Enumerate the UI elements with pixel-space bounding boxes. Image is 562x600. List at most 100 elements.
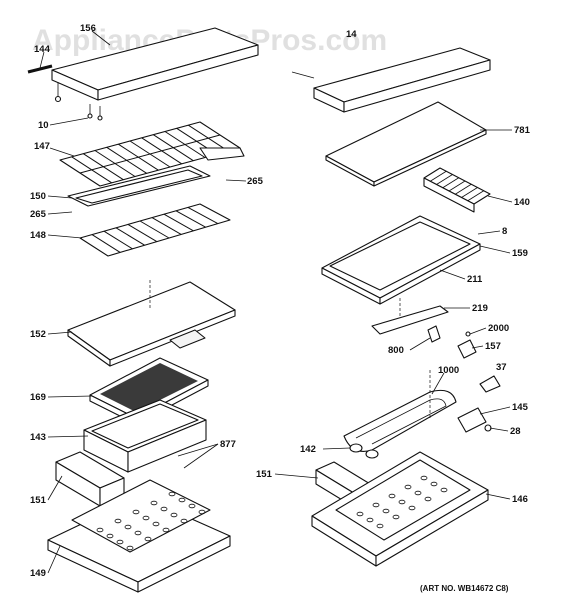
vent-hole bbox=[372, 502, 380, 508]
vent-hole bbox=[178, 497, 186, 503]
left-drip-tray-152[interactable] bbox=[67, 280, 236, 367]
left-rod[interactable] bbox=[27, 64, 53, 74]
vent-hole bbox=[376, 523, 384, 529]
callout-147: 147 bbox=[34, 141, 50, 152]
vent-hole bbox=[114, 518, 122, 524]
right-part-157[interactable] bbox=[457, 331, 477, 359]
callout-151-left: 151 bbox=[30, 495, 47, 506]
callout-10: 10 bbox=[38, 120, 49, 131]
drawing-stroke bbox=[151, 217, 182, 235]
vent-hole bbox=[116, 539, 124, 545]
vent-hole bbox=[126, 545, 134, 551]
vent-hole bbox=[392, 514, 400, 520]
right-bracket-140[interactable] bbox=[423, 167, 491, 213]
callout-265-a: 265 bbox=[247, 176, 264, 187]
drawing-stroke bbox=[79, 134, 221, 174]
vent-hole bbox=[388, 493, 396, 499]
left-frame-150[interactable] bbox=[67, 165, 211, 207]
drawing-stroke bbox=[442, 177, 459, 189]
callout-28: 28 bbox=[510, 426, 521, 437]
right-drawer-base-146[interactable] bbox=[311, 451, 489, 567]
callout-2000: 2000 bbox=[488, 323, 509, 334]
vent-hole bbox=[188, 503, 196, 509]
vent-hole bbox=[414, 490, 422, 496]
drawing-stroke bbox=[127, 223, 158, 243]
leader-lines bbox=[39, 30, 513, 574]
right-clip-800[interactable] bbox=[427, 325, 441, 343]
vent-hole bbox=[430, 481, 438, 487]
right-knob-37[interactable] bbox=[479, 375, 501, 393]
vent-hole bbox=[144, 536, 152, 542]
callout-152: 152 bbox=[30, 329, 46, 340]
vent-hole bbox=[198, 509, 206, 515]
vent-hole bbox=[170, 512, 178, 518]
right-griddle-plate-781[interactable] bbox=[325, 101, 487, 187]
vent-hole bbox=[150, 500, 158, 506]
callout-150: 150 bbox=[30, 191, 46, 202]
callout-159: 159 bbox=[512, 248, 528, 259]
callout-1000: 1000 bbox=[438, 365, 459, 376]
callout-140: 140 bbox=[514, 197, 530, 208]
callout-143: 143 bbox=[30, 432, 46, 443]
vent-hole bbox=[134, 530, 142, 536]
drawing-stroke bbox=[430, 170, 447, 182]
drawing-stroke bbox=[103, 230, 133, 250]
callout-149: 149 bbox=[30, 568, 46, 579]
callout-labels: 144 156 14 10 147 265 150 265 148 152 16… bbox=[30, 23, 531, 579]
callout-145: 145 bbox=[512, 402, 529, 413]
drawing-stroke bbox=[436, 174, 453, 185]
vent-hole bbox=[420, 475, 428, 481]
vent-hole bbox=[168, 491, 176, 497]
drawing-stroke bbox=[187, 206, 219, 225]
callout-800: 800 bbox=[388, 345, 404, 356]
vent-hole bbox=[162, 527, 170, 533]
vent-hole bbox=[106, 533, 114, 539]
left-drawer-base-149[interactable] bbox=[47, 479, 231, 593]
left-top-cover[interactable] bbox=[51, 27, 259, 103]
vent-hole bbox=[142, 515, 150, 521]
callout-144: 144 bbox=[34, 44, 51, 55]
callout-877: 877 bbox=[220, 439, 236, 450]
left-bracket-151[interactable] bbox=[55, 451, 125, 507]
drawing-stroke bbox=[455, 183, 472, 195]
left-pan-143[interactable] bbox=[83, 399, 207, 473]
vent-hole bbox=[424, 496, 432, 502]
callout-37: 37 bbox=[496, 362, 507, 373]
vent-hole bbox=[398, 499, 406, 505]
callout-146: 146 bbox=[512, 494, 528, 505]
left-radiant-bars[interactable] bbox=[79, 203, 231, 257]
drawing-stroke bbox=[115, 227, 145, 246]
vent-hole bbox=[440, 487, 448, 493]
right-valve-145[interactable] bbox=[429, 370, 492, 433]
drawing-stroke bbox=[91, 234, 121, 253]
vent-hole bbox=[404, 484, 412, 490]
callout-169: 169 bbox=[30, 392, 46, 403]
right-griddle-pan-211[interactable] bbox=[321, 215, 481, 305]
vent-hole bbox=[356, 511, 364, 517]
drawing-stroke bbox=[448, 180, 466, 192]
drawing-stroke bbox=[163, 213, 194, 232]
callout-219: 219 bbox=[472, 303, 488, 314]
vent-hole bbox=[180, 518, 188, 524]
screws-10[interactable] bbox=[87, 104, 103, 121]
drawing-stroke bbox=[139, 220, 170, 239]
vent-hole bbox=[124, 524, 132, 530]
vent-hole bbox=[160, 506, 168, 512]
callout-8: 8 bbox=[502, 226, 507, 237]
callout-265-b: 265 bbox=[30, 209, 47, 220]
vent-hole bbox=[132, 509, 140, 515]
vent-hole bbox=[366, 517, 374, 523]
vent-hole bbox=[408, 505, 416, 511]
callout-157: 157 bbox=[485, 341, 501, 352]
drawing-stroke bbox=[175, 210, 206, 228]
right-burner-142[interactable] bbox=[343, 389, 457, 459]
vent-hole bbox=[96, 527, 104, 533]
callout-781: 781 bbox=[514, 125, 531, 136]
right-top-cover[interactable] bbox=[291, 47, 491, 113]
right-bracket-219[interactable] bbox=[371, 298, 449, 335]
callout-151-right: 151 bbox=[256, 469, 273, 480]
art-number: (ART NO. WB14672 C8) bbox=[420, 584, 509, 593]
vent-hole bbox=[152, 521, 160, 527]
vent-hole bbox=[382, 508, 390, 514]
left-grill-grate[interactable] bbox=[59, 121, 245, 187]
